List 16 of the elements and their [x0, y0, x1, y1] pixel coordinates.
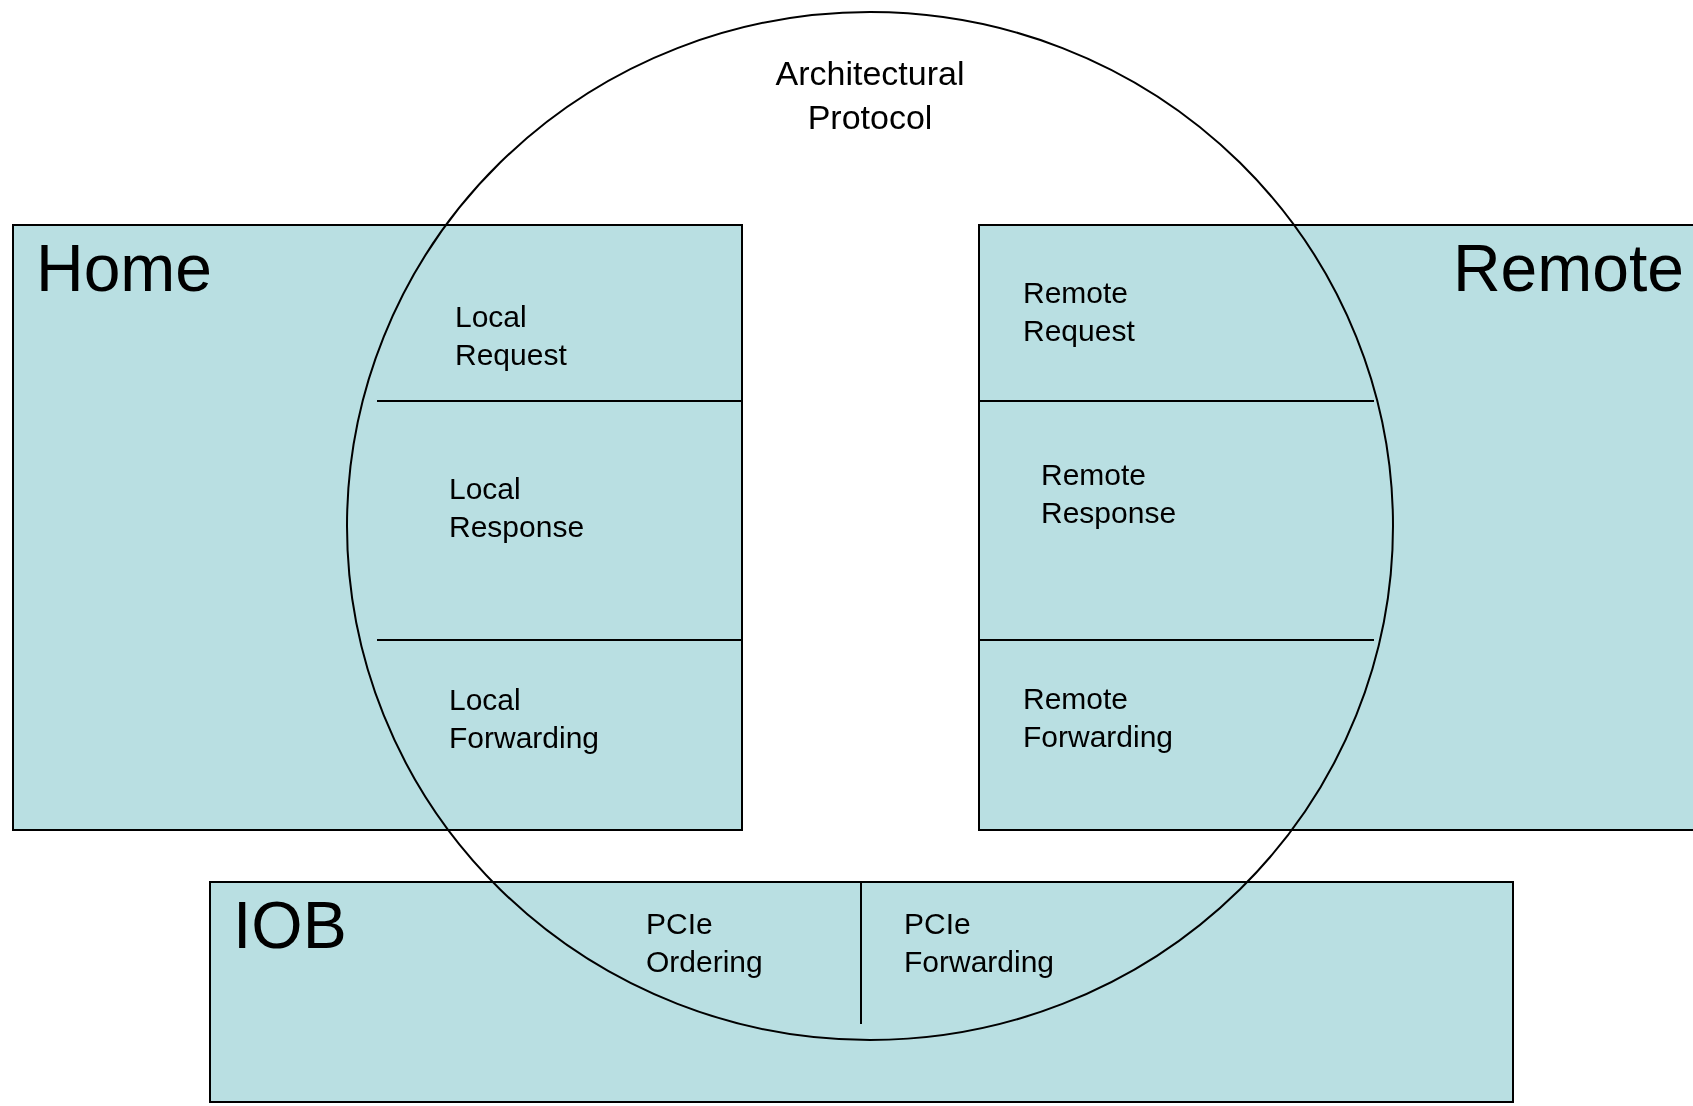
function-label: Remote Forwarding: [1023, 681, 1175, 755]
function-label: Local Response: [449, 471, 586, 545]
function-label: Remote Response: [1041, 457, 1178, 531]
function-label: Local Request: [455, 299, 568, 373]
region-title: IOB: [233, 887, 347, 963]
function-label: PCIe Ordering: [646, 906, 764, 980]
function-label: PCIe Forwarding: [904, 906, 1056, 980]
region-title: Home: [36, 230, 213, 306]
circle-title: Architectural Protocol: [774, 53, 966, 138]
protocol-circle: [346, 11, 1394, 1041]
function-label: Local Forwarding: [449, 682, 601, 756]
region-title: Remote: [1452, 230, 1684, 306]
function-label: Remote Request: [1023, 275, 1136, 349]
region-box: [978, 224, 1693, 831]
region-box: [12, 224, 743, 831]
region-box: [209, 881, 1514, 1103]
